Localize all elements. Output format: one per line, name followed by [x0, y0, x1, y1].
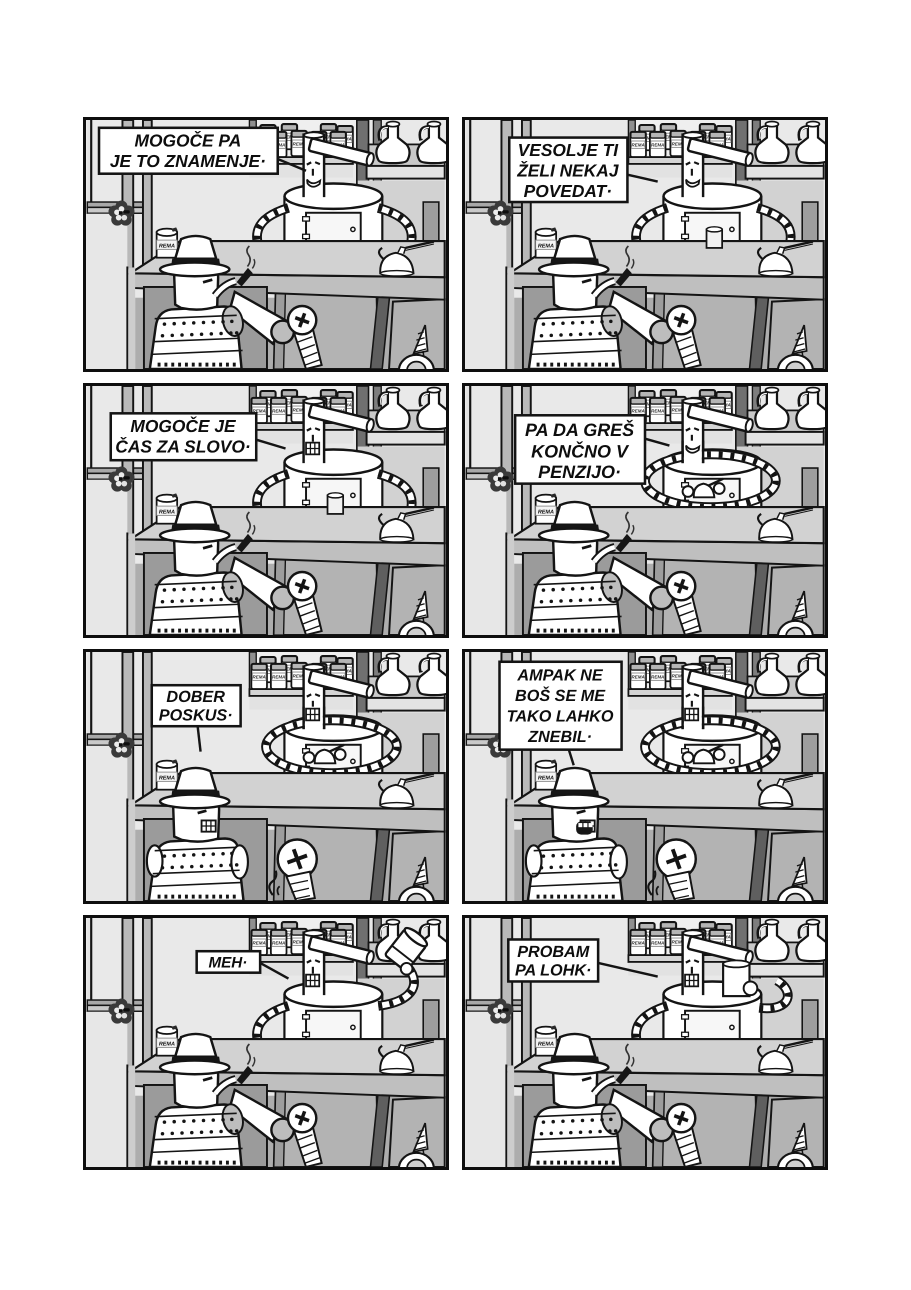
svg-text:ČAS ZA SLOVO·: ČAS ZA SLOVO·: [115, 437, 250, 457]
svg-text:AMPAK NE: AMPAK NE: [516, 666, 603, 685]
svg-text:KONČNO V: KONČNO V: [531, 441, 629, 462]
svg-text:ŽELI NEKAJ: ŽELI NEKAJ: [516, 161, 619, 181]
svg-text:ZNEBIL·: ZNEBIL·: [527, 727, 592, 746]
svg-text:MEH·: MEH·: [208, 955, 247, 972]
svg-text:MOGOČE PA: MOGOČE PA: [135, 131, 242, 151]
svg-text:POVEDAT·: POVEDAT·: [524, 182, 612, 202]
svg-text:TAKO LAHKO: TAKO LAHKO: [507, 707, 614, 726]
svg-text:PA LOHK·: PA LOHK·: [515, 961, 592, 980]
svg-text:PENZIJO·: PENZIJO·: [538, 461, 621, 482]
svg-text:DOBER: DOBER: [166, 687, 225, 706]
svg-text:POSKUS·: POSKUS·: [159, 706, 233, 725]
svg-text:BOŠ SE ME: BOŠ SE ME: [515, 686, 606, 705]
svg-text:MOGOČE JE: MOGOČE JE: [130, 416, 236, 436]
svg-text:PA DA GREŠ: PA DA GREŠ: [525, 419, 635, 440]
svg-text:JE TO ZNAMENJE·: JE TO ZNAMENJE·: [110, 151, 266, 171]
svg-text:PROBAM: PROBAM: [517, 942, 590, 961]
svg-text:VESOLJE TI: VESOLJE TI: [518, 141, 619, 161]
